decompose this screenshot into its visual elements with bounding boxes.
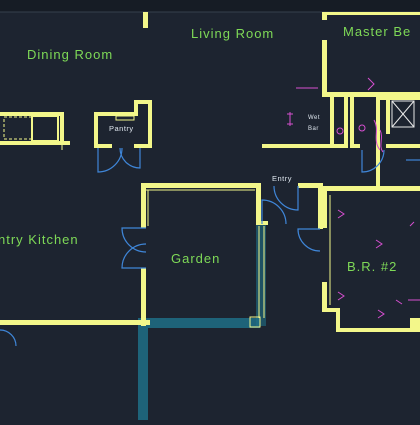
label-entry: Entry xyxy=(272,174,292,183)
label-living-room: Living Room xyxy=(191,26,274,41)
door-swings xyxy=(0,147,420,347)
label-bedroom-2: B.R. #2 xyxy=(347,259,397,274)
label-wet-bar-1: Wet xyxy=(308,115,320,121)
electrical-symbols xyxy=(287,77,420,319)
label-wet-bar-2: Bar xyxy=(308,126,319,132)
garden-hatch xyxy=(138,222,266,420)
pantry-shelf xyxy=(115,115,135,121)
label-pantry-kitchen: ntry Kitchen xyxy=(0,232,79,247)
label-master-bedroom: Master Be xyxy=(343,24,411,39)
electrical-panel xyxy=(391,100,415,128)
label-garden: Garden xyxy=(171,251,220,266)
thin-lines xyxy=(61,145,331,328)
viewport-top-band xyxy=(0,0,420,12)
walls xyxy=(0,12,420,332)
label-dining-room: Dining Room xyxy=(27,47,113,62)
label-pantry: Pantry xyxy=(109,124,134,133)
